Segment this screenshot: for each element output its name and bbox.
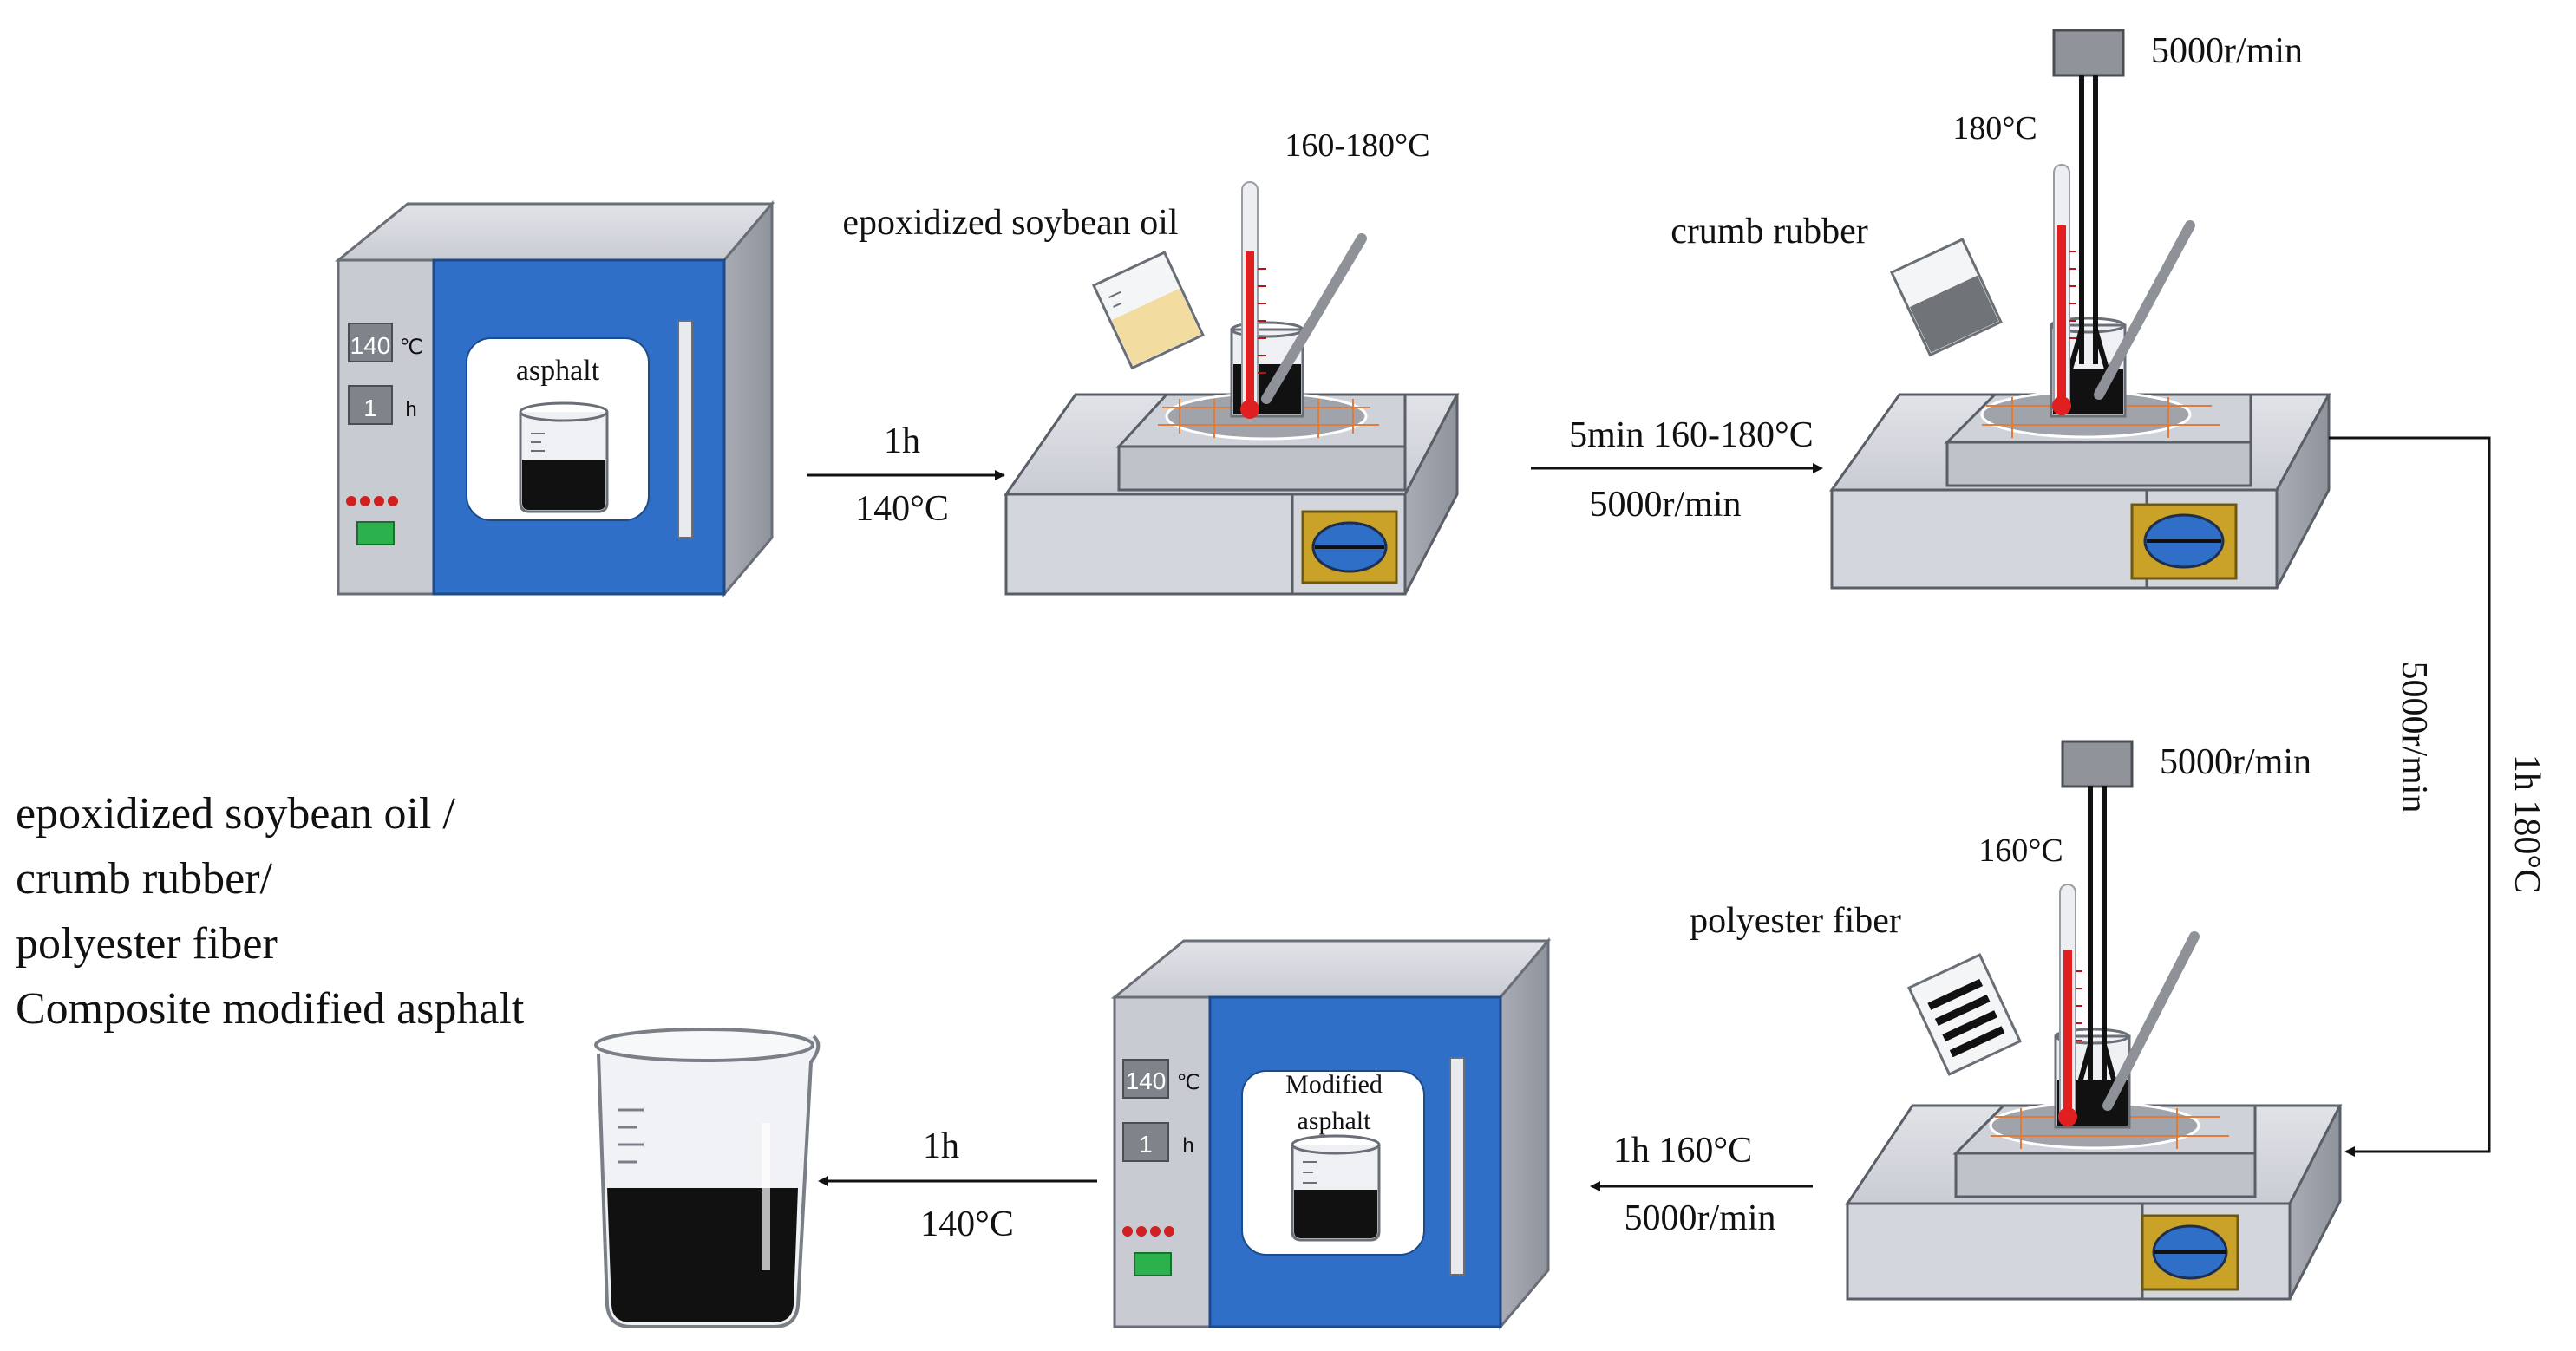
step5-temp: 140°C: [920, 1204, 1014, 1244]
oven-1: [334, 199, 775, 598]
stirrer2-temp: 180°C: [1952, 110, 2037, 147]
oven-2-time-value: 1: [1139, 1131, 1153, 1158]
stirrer1-material: epoxidized soybean oil: [842, 203, 1178, 243]
oven-1-asphalt-beaker: [519, 401, 609, 513]
oven-2: [1110, 937, 1552, 1331]
oven-2-modified-asphalt-beaker: [1291, 1134, 1381, 1242]
oven-1-handle: [677, 320, 693, 538]
oven-1-time-display: [348, 385, 393, 425]
final-product-beaker: [594, 1028, 821, 1328]
oven-1-window-label: asphalt: [516, 355, 600, 387]
step4-bottom: 5000r/min: [1625, 1198, 1776, 1238]
oven-2-temp-value: 140: [1126, 1067, 1167, 1094]
oven-2-temp-unit: ℃: [1177, 1071, 1200, 1094]
oven-1-power-indicator: [356, 521, 395, 545]
hot-plate-3: [1845, 740, 2343, 1301]
product-line-2: crumb rubber/: [16, 854, 273, 904]
step3-speed: 5000r/min: [2394, 662, 2434, 813]
stirrer-motor-2: [2052, 29, 2125, 77]
oven-1-temp-display: [348, 323, 393, 362]
hot-plate-2: [1829, 29, 2331, 590]
step5-time: 1h: [923, 1126, 959, 1166]
step3-condition: 1h 180°C: [2507, 754, 2547, 893]
crumb-rubber-beaker: [1889, 238, 2003, 357]
stirrer3-temp: 160°C: [1978, 832, 2063, 869]
step4-top: 1h 160°C: [1613, 1131, 1752, 1171]
stirrer-motor-3: [2061, 740, 2134, 788]
oven-1-time-value: 1: [363, 395, 377, 421]
stirrer2-speed: 5000r/min: [2151, 31, 2303, 71]
step1-temp: 140°C: [855, 489, 949, 529]
stirrer3-material: polyester fiber: [1690, 901, 1901, 941]
oven-2-window-label-2: asphalt: [1298, 1106, 1372, 1135]
product-line-1: epoxidized soybean oil /: [16, 789, 455, 839]
step2-top: 5min 160-180°C: [1569, 415, 1814, 455]
oven-2-window-label-1: Modified: [1285, 1070, 1383, 1099]
oven-1-indicator-lights: [346, 496, 398, 506]
step2-bottom: 5000r/min: [1590, 485, 1742, 525]
step1-time: 1h: [884, 421, 920, 461]
stirrer1-temp: 160-180°C: [1285, 127, 1429, 164]
oven-2-time-unit: h: [1182, 1134, 1193, 1158]
oven-1-temp-value: 140: [350, 332, 391, 359]
glass-rod-1: [1261, 233, 1367, 404]
product-line-3: polyester fiber: [16, 919, 278, 969]
soybean-oil-beaker: [1091, 251, 1205, 370]
stirrer2-material: crumb rubber: [1670, 212, 1867, 251]
oven-1-temp-unit: ℃: [400, 336, 423, 359]
hot-plate-1: [1004, 181, 1460, 596]
arrow-stirrer2-to-stirrer3: [2329, 436, 2491, 1157]
stirrer3-speed: 5000r/min: [2160, 742, 2311, 782]
product-line-4: Composite modified asphalt: [16, 984, 525, 1034]
oven-1-time-unit: h: [405, 398, 416, 421]
polyester-fiber-beaker: [1906, 953, 2023, 1076]
